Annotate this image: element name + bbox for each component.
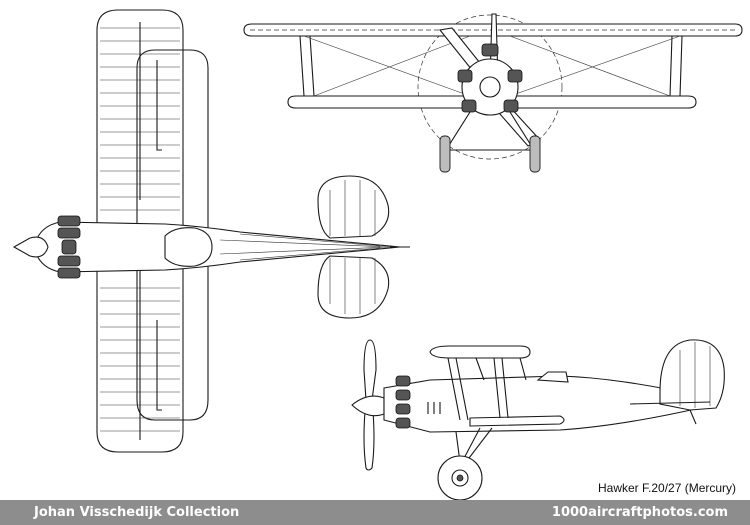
figure-caption: Hawker F.20/27 (Mercury) bbox=[598, 481, 737, 495]
three-view-drawing bbox=[12, 9, 743, 500]
front-view bbox=[243, 13, 743, 173]
site-credit: 1000aircraftphotos.com bbox=[551, 505, 728, 520]
plan-view bbox=[12, 9, 410, 453]
side-view bbox=[351, 339, 725, 500]
footer-bar: Johan Visschedijk Collection 1000aircraf… bbox=[0, 500, 750, 525]
collection-credit: Johan Visschedijk Collection bbox=[34, 505, 240, 520]
